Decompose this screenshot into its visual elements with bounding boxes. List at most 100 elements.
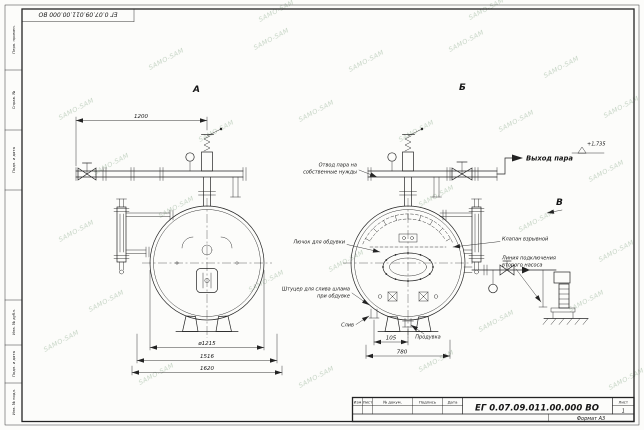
view-v-label: В (556, 198, 563, 208)
drawing-frame: Перв. примен. Справ. № Подп. и дата Инв.… (4, 4, 640, 426)
dim-780: 780 (365, 339, 451, 359)
watermark-text: SAMO-SAM (157, 194, 195, 219)
view-v-callout: В (546, 198, 563, 214)
annotation-drain: Слив (341, 315, 370, 329)
watermark-text: SAMO-SAM (397, 118, 435, 143)
watermark-text: SAMO-SAM (567, 288, 605, 313)
margin-stamp-podp-data-2: Подп. и дата (11, 351, 16, 377)
dim-105-text: 105 (386, 336, 397, 342)
inverted-number-text: ЕГ 0.07.09.011.00.000 ВО (38, 11, 117, 18)
steam-outlet-text: Выход пара (526, 155, 573, 163)
watermark-text: SAMO-SAM (417, 183, 455, 208)
watermark-text: SAMO-SAM (447, 28, 485, 53)
annotation-sludge: Штуцер для слива шлама при обдувке (282, 287, 370, 306)
view-b-internals (362, 213, 454, 302)
tb-doc: № докум. (383, 399, 402, 404)
watermark-text: SAMO-SAM (42, 328, 80, 353)
view-a-safety-valve-icon (201, 127, 223, 172)
watermark-text: SAMO-SAM (517, 208, 555, 233)
sludge-line1: Штуцер для слива шлама (282, 287, 350, 293)
tb-list: Лист (363, 399, 373, 404)
dim-1200: 1200 (75, 114, 208, 167)
dim-1620: 1620 (131, 365, 283, 376)
view-b-top-piping (367, 127, 513, 207)
margin-stamp-perv-primen: Перв. примен. (11, 25, 16, 54)
watermark-text: SAMO-SAM (297, 98, 335, 123)
margin-stamp-inv-podl: Инв. № подл. (11, 389, 16, 415)
watermark-text: SAMO-SAM (602, 94, 640, 119)
tb-sheet-value: 1 (622, 408, 625, 414)
watermark-text: SAMO-SAM (137, 361, 175, 386)
tb-drawing-number: ЕГ 0.07.09.011.00.000 ВО (475, 404, 599, 414)
view-a-level-gauge (113, 198, 174, 275)
pump-line-gauge-icon (488, 283, 498, 294)
view-b-pressure-gauge-icon (387, 152, 397, 162)
margin-stamp-inv-dubl: Инв. № дубл. (11, 309, 16, 335)
watermark-text: SAMO-SAM (197, 118, 235, 143)
tb-format: Формат А3 (577, 416, 605, 422)
watermark-text: SAMO-SAM (587, 158, 625, 183)
annotation-blowdown: Продувка (410, 324, 441, 341)
dim-780-text: 780 (397, 350, 408, 356)
steam-outlet-arrow-icon (512, 154, 523, 162)
dim-1200-text: 1200 (134, 114, 148, 120)
view-a-valve-icon (77, 167, 97, 181)
view-b: Б (343, 83, 606, 359)
watermark-text: SAMO-SAM (147, 46, 185, 71)
margin-stamp-sprav-no: Справ. № (11, 91, 16, 110)
manhole-bolt-dots (382, 252, 434, 282)
annotation-explosion-valve: Клапан взрывной (452, 237, 549, 249)
watermark-text: SAMO-SAM (347, 48, 385, 73)
watermark-text: SAMO-SAM (92, 151, 130, 176)
watermark-text: SAMO-SAM (252, 26, 290, 51)
elevation-flag-icon (577, 146, 587, 154)
watermark-text: SAMO-SAM (467, 0, 505, 22)
watermark-text: SAMO-SAM (257, 0, 295, 24)
view-a-label: А (192, 85, 200, 95)
annotations: Отвод пара на собственные нужды Лючок дл… (282, 163, 556, 341)
tb-sign: Подпись (419, 399, 437, 404)
watermark-text: SAMO-SAM (497, 108, 535, 133)
watermark-text: SAMO-SAM (247, 268, 285, 293)
tb-date: Дата (448, 399, 458, 404)
dim-1516: 1516 (136, 333, 278, 364)
watermark-text: SAMO-SAM (542, 54, 580, 79)
dim-1516-text: 1516 (200, 354, 214, 360)
tb-sheet-label: Лист (618, 399, 628, 404)
view-b-safety-valve-icon (402, 127, 424, 172)
pump-unit (542, 271, 589, 325)
watermark-text: SAMO-SAM (297, 364, 335, 389)
margin-stamp-podp-data: Подп. и дата (11, 147, 16, 173)
annotation-second-pump: Линия подключения второго насоса (501, 256, 556, 303)
watermark-text: SAMO-SAM (57, 96, 95, 121)
pump-suction-valve-icon (499, 264, 515, 276)
view-a-pressure-gauge-icon (185, 152, 195, 162)
pump-piping (463, 260, 557, 308)
view-a-top-piping (75, 127, 247, 207)
view-b-level-gauge (439, 198, 485, 275)
check-valve-icon (522, 266, 530, 274)
view-a: А (75, 85, 283, 376)
steam-outlet-callout: Выход пара +1,735 (512, 142, 606, 163)
annotation-own-needs: Отвод пара на собственные нужды (303, 163, 378, 178)
annotation-hatch: Лючок для обдувки (292, 240, 381, 253)
watermark-text: SAMO-SAM (57, 218, 95, 243)
elevation-text: +1,735 (587, 142, 606, 148)
dim-diameter: ø1215 (149, 269, 265, 351)
title-block: Изм Лист № докум. Подпись Дата ЕГ 0.07.0… (351, 396, 635, 423)
view-a-internals (175, 236, 239, 293)
second-pump-line1: Линия подключения (501, 256, 556, 262)
sludge-line2: при обдувке (317, 294, 350, 300)
drain-text: Слив (341, 323, 354, 329)
dim-105: 105 (373, 319, 409, 346)
second-pump-line2: второго насоса (502, 263, 542, 269)
view-a-legs (175, 315, 239, 332)
watermark-text: SAMO-SAM (607, 366, 644, 391)
tb-izm: Изм (354, 399, 362, 404)
own-needs-line1: Отвод пара на (319, 163, 357, 169)
watermark-text: SAMO-SAM (327, 248, 365, 273)
watermark-text: SAMO-SAM (417, 348, 455, 373)
view-b-bottom-fittings (368, 308, 414, 328)
